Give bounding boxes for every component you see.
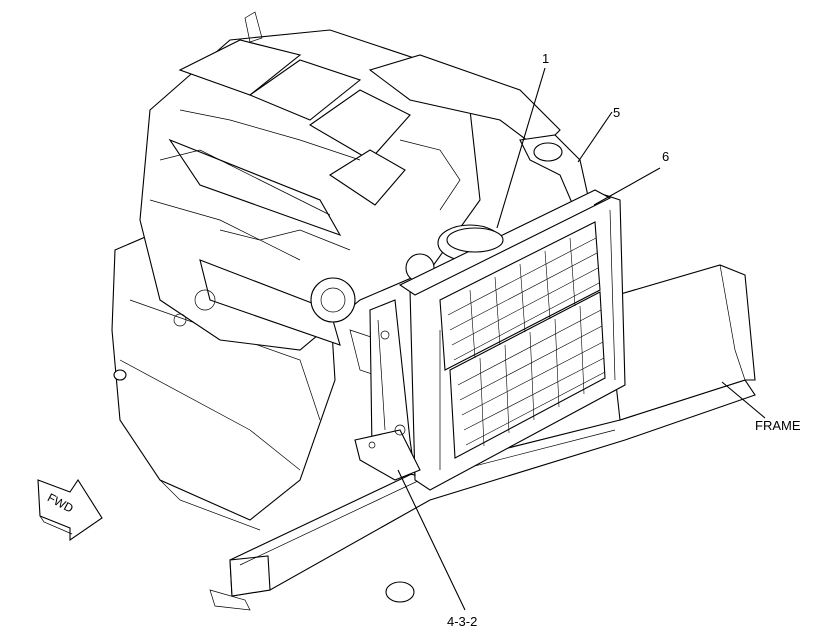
radiator-assembly (354, 189, 626, 491)
fwd-arrow-icon: FWD (37, 478, 103, 542)
leader-lines (397, 67, 766, 611)
frame-beam (209, 264, 756, 611)
callout-6: 6 (662, 149, 669, 164)
callout-frame: FRAME (755, 418, 801, 433)
callout-5: 5 (613, 105, 620, 120)
engine-block (139, 11, 561, 381)
leader-6 (593, 167, 661, 206)
radiator-core-grid (447, 237, 606, 447)
leader-frame (721, 381, 766, 419)
leader-5 (577, 111, 613, 163)
callout-4-3-2: 4-3-2 (447, 614, 477, 629)
leader-4-3-2 (397, 469, 466, 611)
leader-1 (496, 67, 546, 229)
callout-1: 1 (542, 51, 549, 66)
